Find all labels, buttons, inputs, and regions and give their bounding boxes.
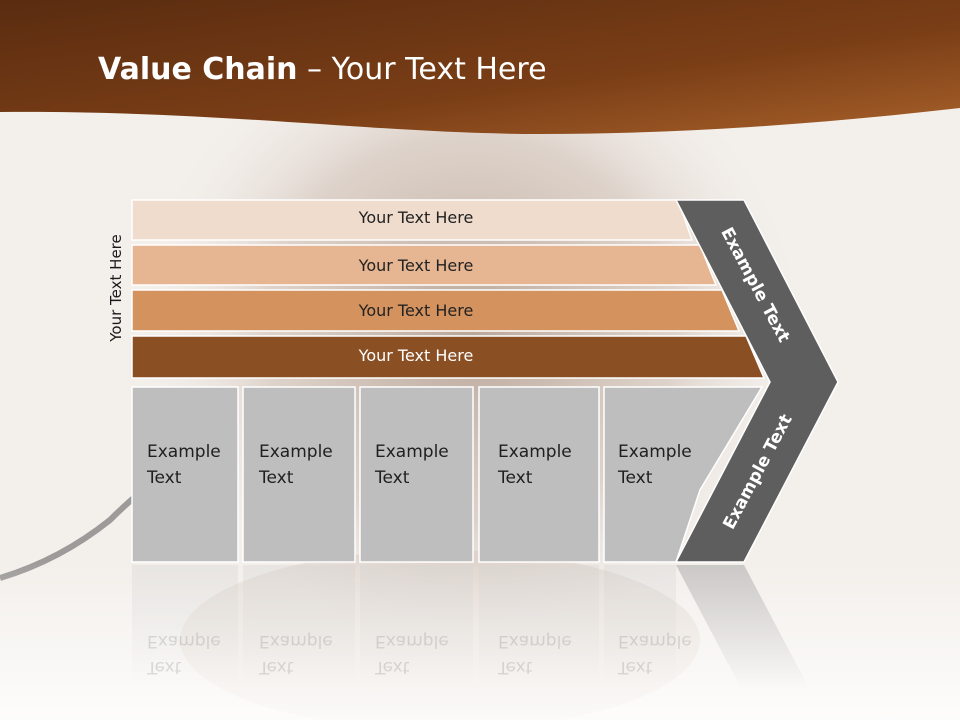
value-bar-4 [131,335,766,379]
margin-chevron [674,199,839,563]
activity-box-1 [131,386,239,563]
activity-box-2 [242,386,356,563]
bar-label-1: Your Text Here [358,208,474,227]
value-bar-1 [131,199,694,241]
activity-box-4 [478,386,600,563]
title-rest: – Your Text Here [297,52,547,87]
side-label: Your Text Here [107,234,125,342]
bar-label-4: Your Text Here [358,346,474,365]
slide-title: Value Chain – Your Text Here [98,52,547,87]
header-band [0,0,960,134]
bar-label-3: Your Text Here [358,301,474,320]
activity-box-5 [603,386,764,563]
value-bar-2 [131,244,718,286]
bar-label-2: Your Text Here [358,256,474,275]
title-bold: Value Chain [98,52,298,87]
value-bar-3 [131,289,741,332]
chevron-reflection [676,565,810,690]
activity-box-3 [359,386,474,563]
